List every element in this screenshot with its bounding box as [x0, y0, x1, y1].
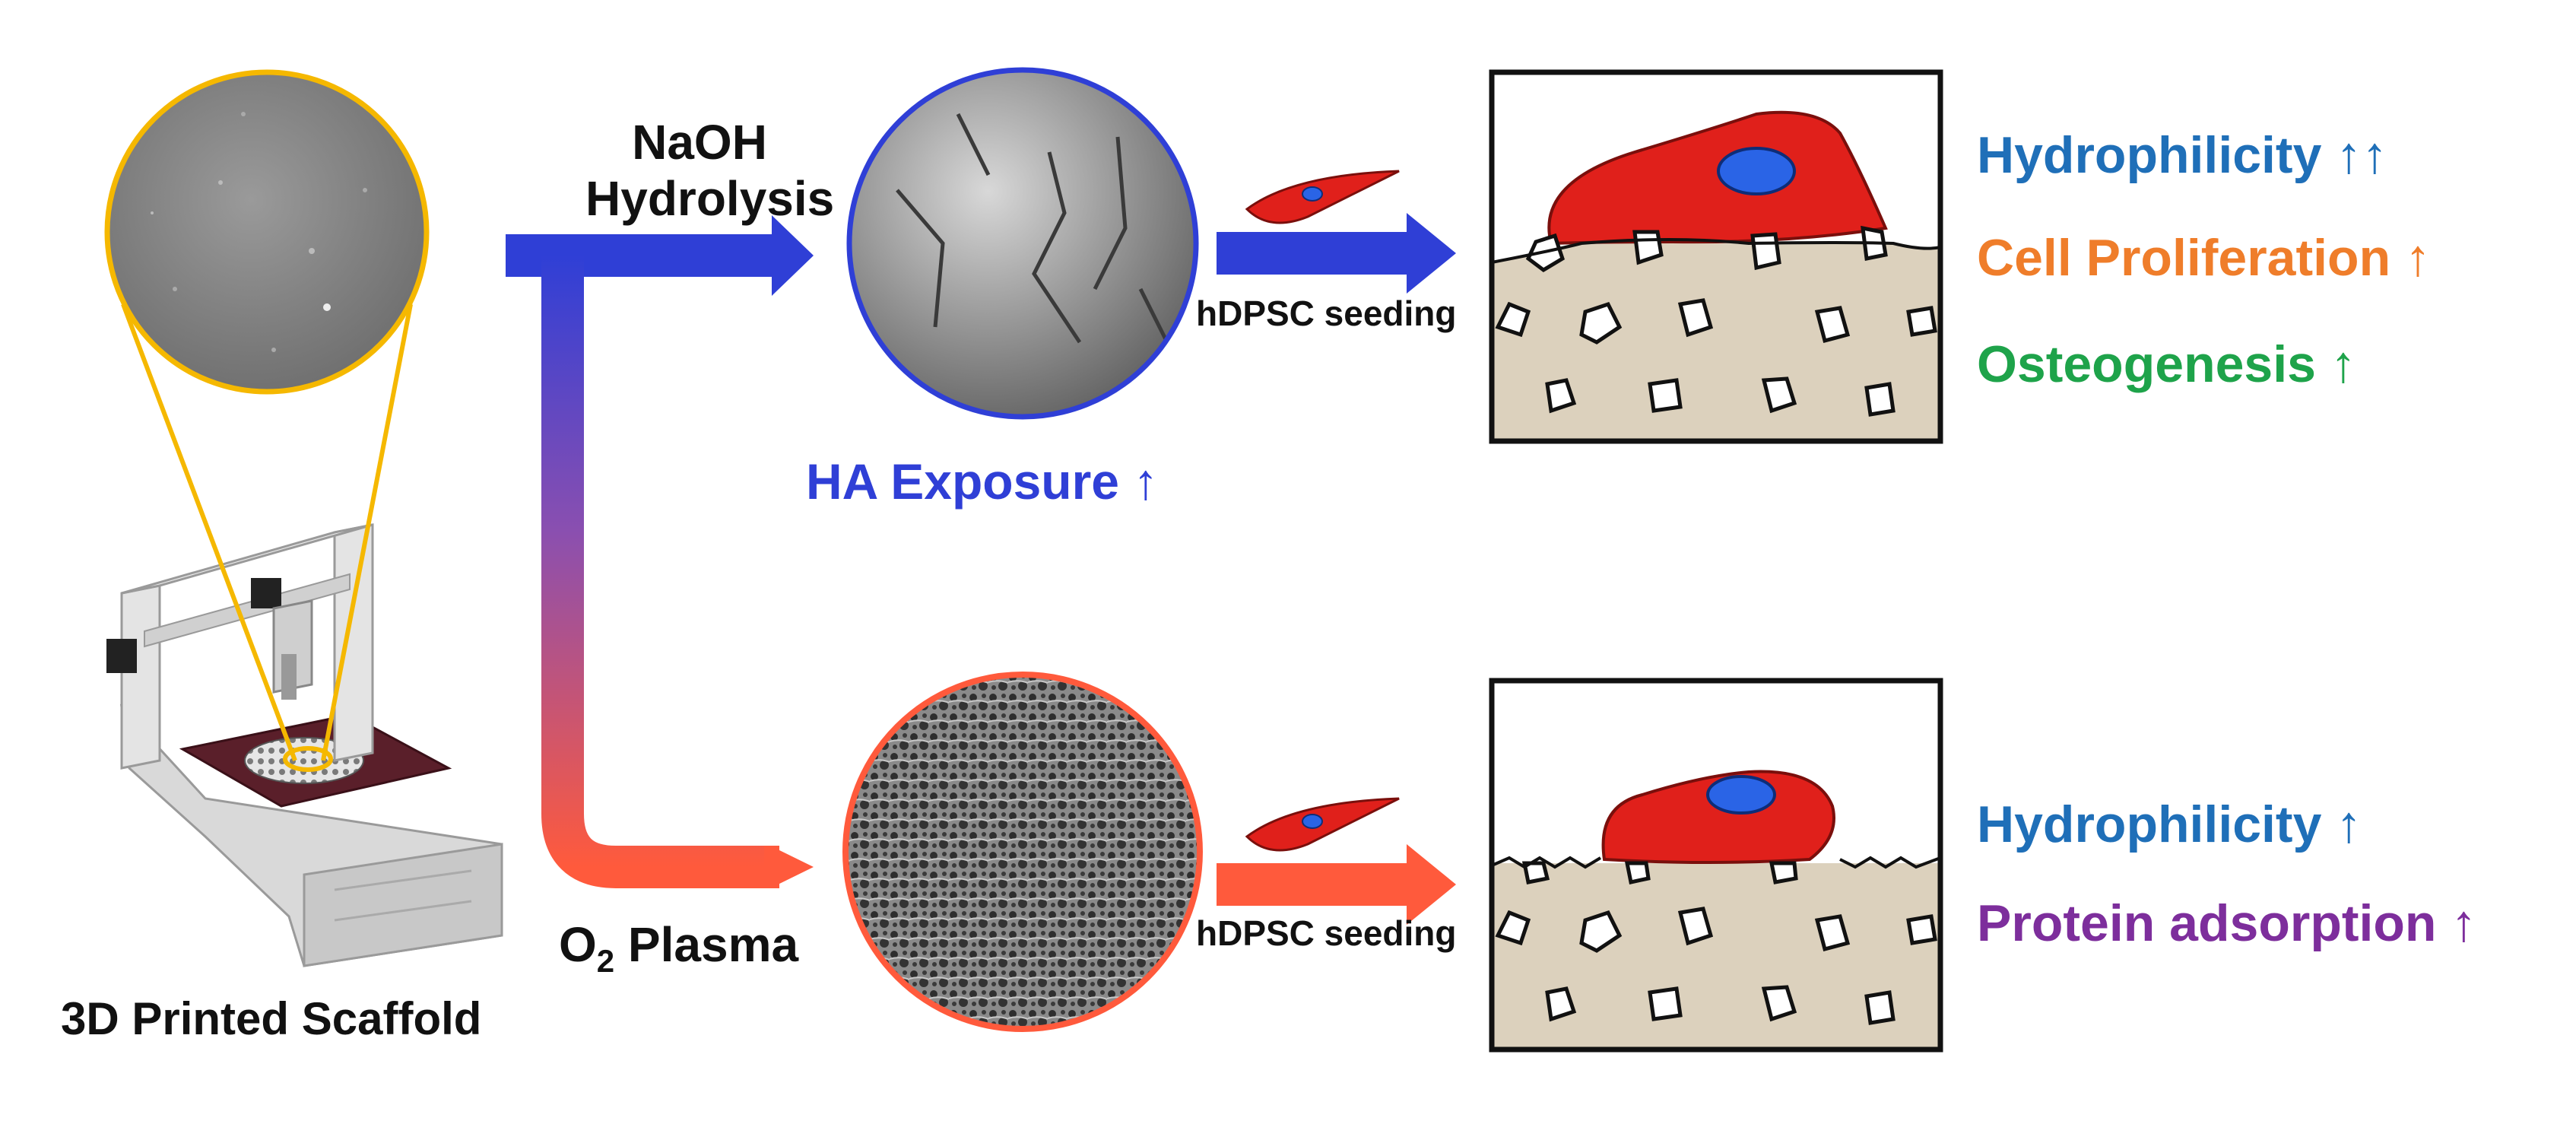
scaffold-label: 3D Printed Scaffold — [61, 993, 482, 1044]
double-up-arrow-icon: ↑↑ — [2336, 126, 2388, 184]
effect-top-osteogenesis: Osteogenesis ↑ — [1977, 335, 2356, 394]
sem-image-naoh — [846, 67, 1199, 420]
o2-prefix: O — [559, 917, 597, 972]
effect-bottom-protein-adsorption-text: Protein adsorption — [1977, 894, 2437, 952]
effect-bottom-hydrophilicity-text: Hydrophilicity — [1977, 795, 2322, 853]
plasma-arrowhead — [772, 846, 814, 888]
ha-exposure-up-arrow-icon: ↑ — [1133, 453, 1159, 510]
effect-bottom-protein-adsorption: Protein adsorption ↑ — [1977, 894, 2476, 953]
effect-bottom-hydrophilicity: Hydrophilicity ↑ — [1977, 795, 2362, 854]
cell-icon-bottom — [1245, 797, 1400, 852]
seeding-label-bottom: hDPSC seeding — [1196, 913, 1457, 953]
sem-image-untreated — [104, 69, 430, 395]
naoh-label-line2: Hydrolysis — [585, 171, 835, 226]
up-arrow-icon: ↑ — [2405, 229, 2432, 287]
naoh-label-line1: NaOH — [632, 115, 767, 170]
effect-top-hydrophilicity: Hydrophilicity ↑↑ — [1977, 125, 2387, 185]
naoh-label: NaOH Hydrolysis — [585, 114, 835, 227]
o2-plasma-label: O2 Plasma — [559, 916, 798, 989]
effect-top-cell-proliferation: Cell Proliferation ↑ — [1977, 228, 2431, 287]
result-panel-plasma — [1489, 678, 1943, 1053]
up-arrow-icon: ↑ — [2451, 894, 2477, 952]
cell-icon-top — [1245, 170, 1400, 224]
effect-top-osteogenesis-text: Osteogenesis — [1977, 335, 2316, 393]
seeding-arrow-bottom — [1217, 844, 1456, 925]
result-panel-naoh — [1489, 69, 1943, 444]
branch-arrow-stem — [541, 256, 776, 888]
up-arrow-icon: ↑ — [2336, 795, 2362, 853]
ha-exposure-text: HA Exposure — [806, 453, 1119, 510]
effect-top-hydrophilicity-text: Hydrophilicity — [1977, 126, 2322, 184]
effect-top-cell-proliferation-text: Cell Proliferation — [1977, 229, 2391, 287]
ha-exposure-label: HA Exposure ↑ — [806, 453, 1158, 510]
3d-printer-illustration — [106, 523, 503, 967]
o2-suffix: Plasma — [614, 917, 799, 972]
plasma-arrowhead-base — [764, 846, 779, 888]
sem-image-plasma — [842, 672, 1203, 1032]
seeding-label-top: hDPSC seeding — [1196, 294, 1457, 333]
scaffold-magnifier — [121, 303, 413, 772]
o2-subscript: 2 — [596, 942, 615, 979]
seeding-arrow-top — [1217, 213, 1456, 294]
up-arrow-icon: ↑ — [2330, 335, 2356, 393]
